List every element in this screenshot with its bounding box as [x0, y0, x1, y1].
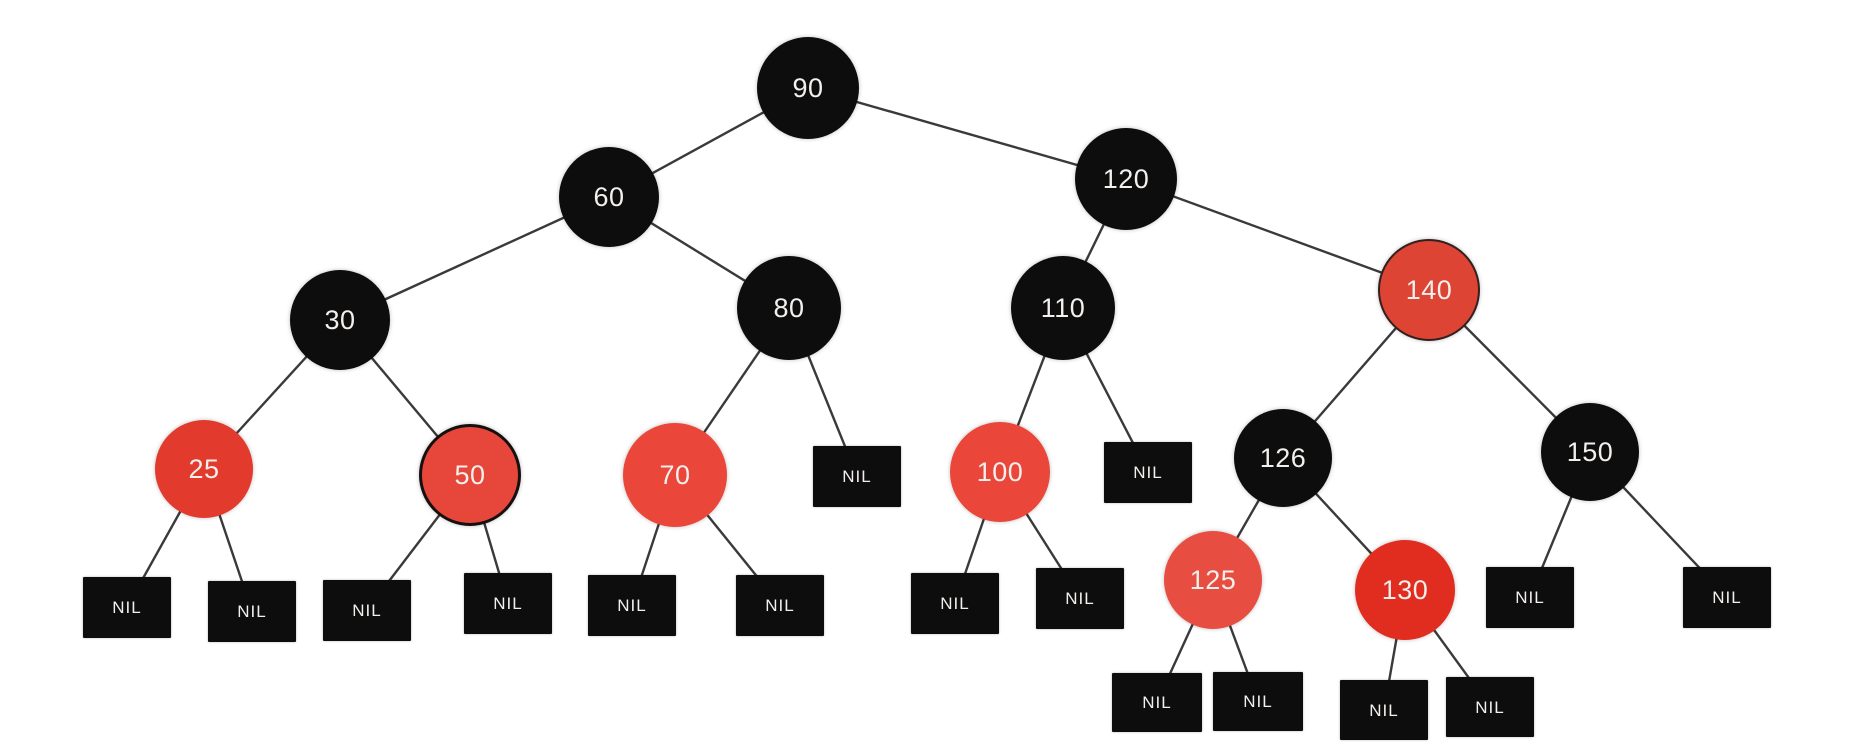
nil-leaf-node: NIL [464, 572, 552, 634]
node-label: NIL [493, 593, 523, 613]
node-label: NIL [237, 601, 267, 621]
tree-node-70-red: 70 [623, 423, 727, 527]
tree-node-120-black: 120 [1075, 128, 1177, 230]
node-label: NIL [1243, 691, 1273, 711]
node-label: 125 [1189, 564, 1237, 595]
node-label: NIL [352, 600, 382, 620]
nil-leaf-node: NIL [1486, 566, 1574, 628]
nil-leaf-node: NIL [911, 572, 999, 634]
tree-edge [807, 86, 1127, 181]
node-label: 60 [593, 181, 625, 212]
node-label: NIL [1142, 692, 1172, 712]
node-label: 80 [773, 292, 805, 323]
tree-node-150-black: 150 [1541, 403, 1639, 501]
node-label: NIL [617, 595, 647, 615]
node-label: 110 [1040, 292, 1086, 323]
tree-edge [1125, 177, 1430, 292]
node-label: 70 [659, 459, 691, 490]
node-label: 90 [792, 72, 824, 103]
node-label: 140 [1405, 274, 1453, 305]
tree-node-30-black: 30 [290, 270, 390, 370]
tree-node-90-black: 90 [757, 37, 859, 139]
node-label: NIL [1475, 697, 1505, 717]
tree-node-80-black: 80 [737, 256, 841, 360]
node-label: 126 [1259, 442, 1307, 473]
nil-leaf-node: NIL [1446, 677, 1534, 737]
node-label: NIL [765, 595, 795, 615]
node-label: NIL [1133, 462, 1163, 482]
nil-leaf-node: NIL [323, 579, 411, 641]
nil-leaf-node: NIL [1340, 680, 1428, 740]
node-label: 120 [1102, 163, 1150, 194]
node-label: NIL [1065, 588, 1095, 608]
nil-leaf-node: NIL [1036, 567, 1124, 629]
nil-leaf-node: NIL [588, 574, 676, 636]
node-label: NIL [112, 597, 142, 617]
tree-node-50-red: 50 [419, 424, 521, 526]
nil-leaf-node: NIL [1683, 566, 1771, 628]
node-label: 30 [324, 304, 356, 335]
nil-leaf-node: NIL [83, 576, 171, 638]
tree-node-130-red: 130 [1355, 540, 1455, 640]
nil-leaf-node: NIL [736, 574, 824, 636]
node-label: NIL [842, 466, 872, 486]
tree-node-60-black: 60 [559, 147, 659, 247]
node-label: NIL [1515, 587, 1545, 607]
node-label: NIL [1712, 587, 1742, 607]
node-label: 150 [1566, 436, 1614, 467]
nil-leaf-node: NIL [1104, 441, 1192, 503]
node-label: 50 [454, 459, 486, 490]
nil-leaf-node: NIL [813, 445, 901, 507]
node-label: 130 [1381, 574, 1429, 605]
nil-leaf-node: NIL [1213, 671, 1303, 731]
node-label: NIL [940, 593, 970, 613]
tree-node-126-black: 126 [1234, 409, 1332, 507]
nil-leaf-node: NIL [1112, 672, 1202, 732]
node-label: 100 [976, 456, 1024, 487]
tree-node-100-red: 100 [950, 422, 1050, 522]
tree-node-125-red: 125 [1164, 531, 1262, 629]
node-label: NIL [1369, 700, 1399, 720]
tree-node-25-red: 25 [155, 420, 253, 518]
node-label: 25 [188, 453, 220, 484]
tree-node-110-black: 110 [1011, 256, 1115, 360]
tree-node-140-red: 140 [1378, 239, 1480, 341]
nil-leaf-node: NIL [208, 580, 296, 642]
